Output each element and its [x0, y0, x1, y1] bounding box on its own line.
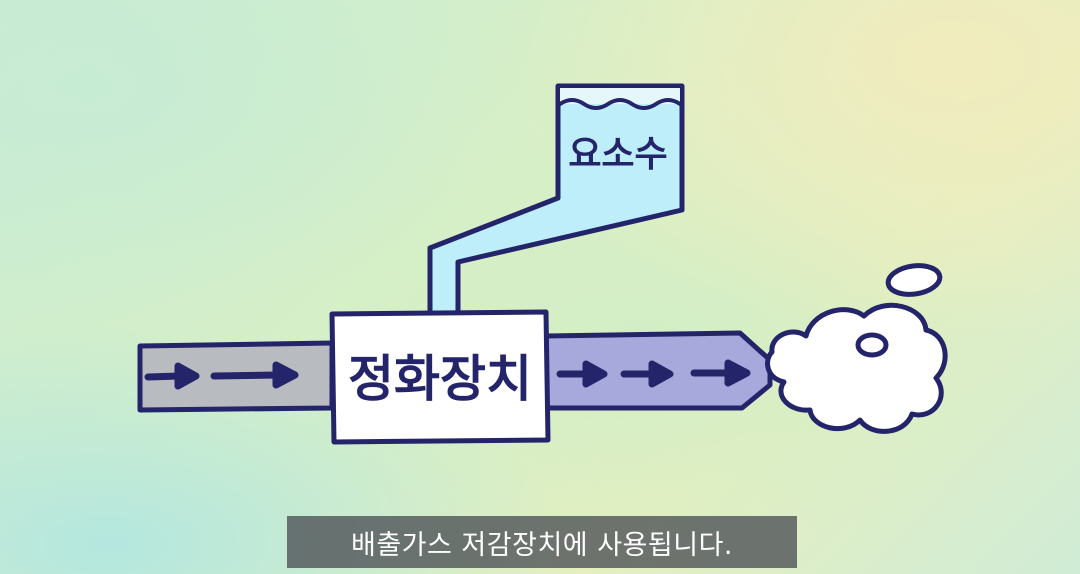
- outlet-arrow-icon: [556, 360, 608, 388]
- outlet-arrows: [556, 359, 751, 388]
- tank-label: 요소수: [568, 134, 667, 175]
- caption-text: 배출가스 저감장치에 사용됩니다.: [350, 529, 733, 561]
- urea-tank: 요소수: [427, 83, 685, 319]
- device-label: 정화장치: [348, 350, 532, 408]
- outlet-arrow-icon: [620, 360, 674, 388]
- inlet-arrows: [144, 361, 299, 390]
- caption-subtitle: 배출가스 저감장치에 사용됩니다.: [287, 516, 797, 568]
- inlet-arrow-icon: [210, 361, 299, 389]
- water-wave-icon: [558, 98, 682, 110]
- purification-device: 정화장치: [329, 309, 551, 445]
- exhaust-smoke-icon: [765, 263, 948, 434]
- inlet-arrow-icon: [144, 362, 200, 390]
- outlet-arrow-icon: [690, 359, 751, 387]
